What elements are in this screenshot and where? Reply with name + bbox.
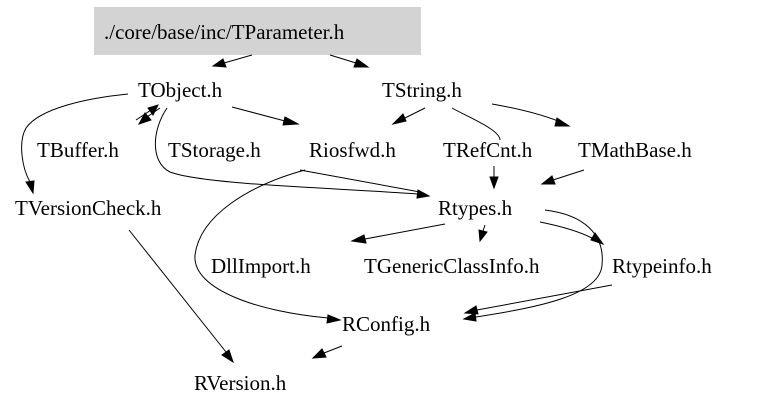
arrowhead-tobject-rtypes (416, 189, 431, 199)
arrowhead-tversioncheck-rversion (221, 349, 234, 364)
arrowhead-rtypes-rconfig (462, 312, 477, 322)
arrowhead-rtypes-tgenericclassinfo (478, 229, 488, 243)
node-trefcnt-label: TRefCnt.h (443, 138, 533, 162)
edge-tstring-tmathbase (491, 103, 559, 122)
edge-rtypes-tgenericclassinfo (482, 224, 486, 232)
edge-tparameter-tobject (223, 54, 253, 64)
arrowhead-rconfig-rversion (311, 348, 327, 359)
node-labels: ./core/base/inc/TParameter.h TObject.h T… (15, 20, 712, 395)
edge-riosfwd-rtypes (299, 169, 421, 193)
root-node-box (94, 7, 421, 55)
node-tgenericclassinfo-label: TGenericClassInfo.h (364, 254, 540, 278)
edge-tobject-rtypes (154, 107, 419, 195)
node-tversioncheck-label: TVersionCheck.h (15, 196, 162, 220)
arrowhead-tparameter-tobject (211, 58, 227, 68)
arrowhead-rtypeinfo-rconfig (463, 305, 479, 315)
edge-riosfwd-rconfig (194, 169, 329, 319)
edges (21, 54, 613, 364)
node-dllimport-label: DllImport.h (211, 254, 311, 278)
edge-tmathbase-rtypes (552, 169, 585, 181)
arrowhead-trefcnt-rtypes (489, 176, 499, 190)
arrowhead-tstring-tmathbase (554, 117, 571, 127)
node-tstorage-label: TStorage.h (168, 138, 261, 162)
arrowhead-tobject-tbuffer (137, 112, 152, 125)
node-riosfwd-label: Riosfwd.h (309, 138, 396, 162)
node-tbuffer-label: TBuffer.h (37, 138, 119, 162)
node-rtypeinfo-label: Rtypeinfo.h (612, 254, 712, 278)
node-tstring-label: TString.h (382, 78, 462, 102)
edge-rtypeinfo-rconfig (476, 284, 613, 311)
arrowhead-tobject-riosfwd (282, 116, 300, 126)
edge-tobject-riosfwd (231, 106, 286, 122)
arrowhead-tmathbase-rtypes (540, 175, 556, 185)
node-root-label: ./core/base/inc/TParameter.h (104, 20, 345, 44)
edge-tobject-tversioncheck (21, 93, 129, 183)
arrowhead-riosfwd-rconfig (326, 314, 342, 324)
arrowhead-tobject-tversioncheck (25, 180, 35, 195)
arrowhead-tobject-tstorage (147, 104, 159, 116)
node-rversion-label: RVersion.h (194, 371, 287, 395)
node-tmathbase-label: TMathBase.h (578, 138, 692, 162)
edge-tstring-rtypes (451, 107, 501, 141)
node-tobject-label: TObject.h (138, 78, 223, 102)
arrowhead-rtypes-dllimport (350, 234, 367, 244)
node-rtypes-label: Rtypes.h (438, 196, 513, 220)
edge-tstring-trefcnt (404, 107, 426, 119)
node-rconfig-label: RConfig.h (342, 312, 431, 336)
edge-tparameter-tstring (329, 54, 357, 64)
edge-rtypes-rconfig (475, 209, 603, 318)
edge-tversioncheck-rversion (128, 229, 227, 353)
arrowhead-tstring-trefcnt (391, 113, 407, 125)
edge-rtypes-rtypeinfo (539, 221, 593, 239)
edge-rtypes-dllimport (364, 223, 446, 240)
edge-tobject-tstorage (135, 109, 152, 121)
edge-rconfig-rversion (323, 345, 343, 354)
arrowhead-tparameter-tstring (353, 58, 370, 68)
